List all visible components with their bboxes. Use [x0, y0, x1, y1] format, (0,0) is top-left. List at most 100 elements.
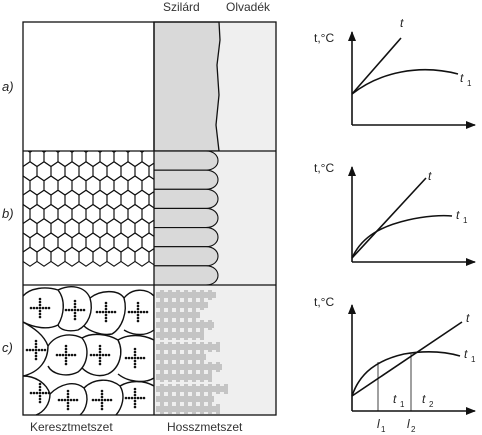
- nucleus-dot: [82, 308, 86, 312]
- dendrite-branch: [208, 290, 212, 300]
- plot-c-mark-l2: l: [407, 417, 410, 431]
- nucleus-dot: [133, 399, 137, 403]
- nucleus-dot: [104, 307, 108, 311]
- dendrite-branch: [160, 352, 164, 362]
- nucleus-dot: [73, 353, 77, 357]
- dendrite-branch: [160, 310, 164, 320]
- nucleus-dot: [41, 306, 45, 310]
- hex-grain: [148, 247, 154, 266]
- dendrite-branch: [160, 362, 164, 372]
- nucleus-dot: [73, 308, 77, 312]
- nucleus-dot: [38, 385, 42, 389]
- row-a-cross-section: [23, 22, 154, 151]
- nucleus-dot: [73, 311, 77, 315]
- dendrite-branch: [208, 404, 212, 414]
- columnar-grain: [154, 227, 219, 248]
- nucleus-dot: [67, 353, 71, 357]
- dendrite-branch: [216, 404, 220, 414]
- nucleus-dot: [66, 407, 70, 411]
- nucleus-dot: [38, 315, 42, 319]
- nucleus-dot: [136, 319, 140, 323]
- nucleus-dot: [76, 308, 80, 312]
- dendrite-branch: [192, 384, 196, 394]
- dendrite-branch: [192, 352, 196, 362]
- dendrite-branch: [200, 404, 204, 414]
- nucleus-dot: [58, 353, 62, 357]
- dendrite-branch: [192, 310, 196, 320]
- hex-grain: [23, 194, 24, 206]
- plot-c-mark-l2-sub: 2: [411, 425, 416, 434]
- nucleus-dot: [64, 362, 68, 366]
- dendrite-branch: [192, 404, 196, 414]
- dendrite-branch: [176, 310, 180, 320]
- nucleus-dot: [130, 396, 134, 400]
- plot-c-curve-t1: [351, 351, 461, 397]
- nucleus-dot: [145, 310, 149, 314]
- nucleus-dot: [25, 348, 29, 352]
- nucleus-dot: [47, 306, 51, 310]
- nucleus-dot: [142, 356, 146, 360]
- dendrite-branch: [160, 394, 164, 404]
- nucleus-dot: [43, 348, 47, 352]
- dendrite-branch: [176, 384, 180, 394]
- dendrite-branch: [168, 372, 172, 382]
- plot-c-line-t: [351, 321, 463, 397]
- nucleus-dot: [142, 396, 146, 400]
- nucleus-dot: [38, 303, 42, 307]
- dendrite-branch: [200, 362, 204, 372]
- nucleus-dot: [133, 362, 137, 366]
- dendrite-branch: [208, 342, 212, 352]
- nucleus-dot: [38, 297, 42, 301]
- nucleus-dot: [133, 353, 137, 357]
- nucleus-dot: [89, 353, 93, 357]
- dendrite-branch: [184, 310, 188, 320]
- nucleus-dot: [139, 310, 143, 314]
- nucleus-dot: [98, 356, 102, 360]
- nucleus-dot: [95, 353, 99, 357]
- nucleus-dot: [38, 388, 42, 392]
- nucleus-dot: [38, 312, 42, 316]
- nucleus-dot: [29, 391, 33, 395]
- nucleus-dot: [104, 310, 108, 314]
- nucleus-dot: [64, 359, 68, 363]
- dendrite-arm: [156, 354, 206, 360]
- nucleus-dot: [133, 405, 137, 409]
- nucleus-dot: [94, 398, 98, 402]
- nucleus-dot: [139, 396, 143, 400]
- dendrite-branch: [184, 372, 188, 382]
- nucleus-dot: [67, 308, 71, 312]
- hex-grain: [23, 222, 24, 234]
- hex-grain: [23, 251, 24, 263]
- dendrite-branch: [184, 290, 188, 300]
- nucleus-dot: [73, 305, 77, 309]
- dendrite-branch: [176, 330, 180, 340]
- dendrite-branch: [184, 404, 188, 414]
- dendrite-branch: [184, 352, 188, 362]
- dendrite-branch: [184, 362, 188, 372]
- dendrite-branch: [216, 342, 220, 352]
- nucleus-dot: [139, 356, 143, 360]
- nucleus-dot: [55, 353, 59, 357]
- dendrite-branch: [176, 352, 180, 362]
- nucleus-dot: [91, 398, 95, 402]
- nucleus-dot: [44, 306, 48, 310]
- nucleus-dot: [38, 394, 42, 398]
- dendrite-branch: [168, 394, 172, 404]
- nucleus-dot: [38, 309, 42, 313]
- nucleus-dot: [73, 317, 77, 321]
- nucleus-dot: [133, 347, 137, 351]
- nucleus-dot: [124, 356, 128, 360]
- dendrite-branch: [200, 330, 204, 340]
- row-b-longitudinal-section: [154, 150, 276, 286]
- nucleus-dot: [64, 344, 68, 348]
- plot-a-ylabel: t,°C: [314, 31, 334, 45]
- nucleus-dot: [73, 302, 77, 306]
- nucleus-dot: [34, 342, 38, 346]
- nucleus-dot: [66, 401, 70, 405]
- dendrite-branch: [160, 290, 164, 300]
- dendrite-branch: [208, 384, 212, 394]
- nucleus-dot: [38, 400, 42, 404]
- nucleus-dot: [124, 396, 128, 400]
- dendrite-branch: [176, 300, 180, 310]
